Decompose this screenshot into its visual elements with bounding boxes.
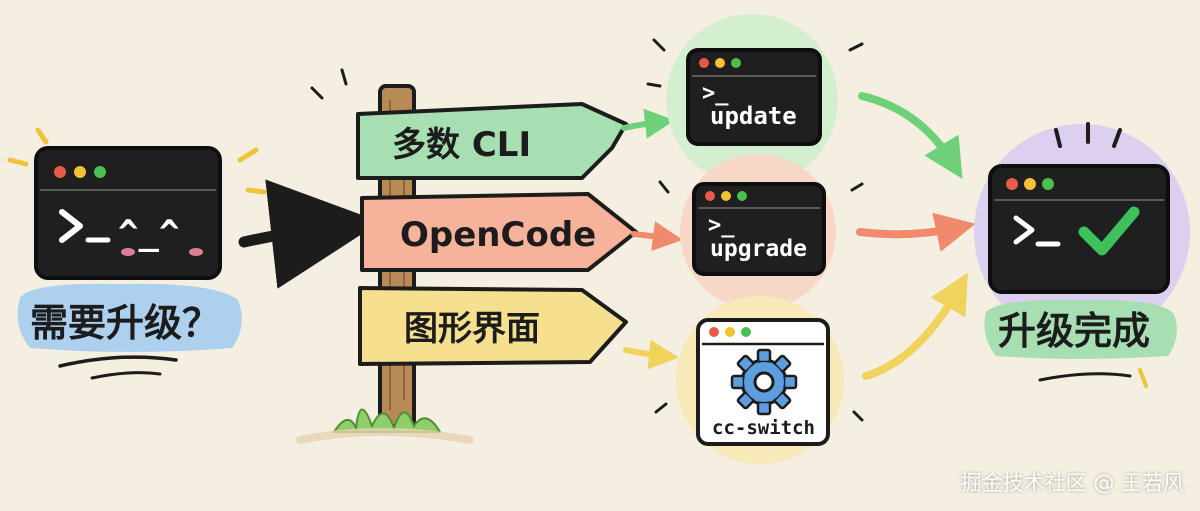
arrow-opencode-to-upgrade	[631, 221, 683, 252]
arrow-gui-to-ccswitch	[623, 339, 679, 370]
sparkle-lines-left	[7, 127, 267, 195]
sign-gui-label: 图形界面	[404, 309, 540, 349]
signpost: 多数 CLI OpenCode 图形界面	[296, 68, 638, 444]
underline-doodle	[58, 355, 178, 368]
sign-gui: 图形界面	[358, 286, 628, 366]
dot-yellow	[74, 166, 86, 178]
gear-icon	[730, 348, 798, 416]
prompt-chevron-icon	[1013, 215, 1035, 245]
arrow-ccswitch-to-end	[862, 272, 968, 380]
end-terminal-window	[988, 164, 1170, 294]
end-group: 升级完成	[974, 122, 1190, 388]
arrow-update-to-end	[858, 92, 963, 180]
cmd-ccswitch: cc-switch	[654, 296, 864, 464]
start-caption: 需要升级？	[30, 301, 220, 345]
cmd-upgrade-text: upgrade	[710, 236, 807, 262]
cmd-update-text: update	[710, 102, 797, 130]
start-terminal-window: ^_^	[34, 146, 222, 280]
dot-green	[94, 166, 106, 178]
sign-cli-label: 多数 CLI	[392, 125, 531, 165]
blush-left	[121, 248, 135, 256]
arrow-upgrade-to-end	[856, 212, 976, 252]
terminal-face: ^_^	[118, 213, 179, 253]
sparkle-lines-right	[1054, 122, 1122, 148]
end-caption-bubble	[984, 299, 1177, 359]
cmd-ccswitch-text: cc-switch	[712, 417, 815, 439]
arrow-cli-to-update	[621, 108, 675, 139]
prompt-icon: >_	[702, 81, 729, 106]
arrow-to-signpost	[238, 179, 381, 289]
watermark: 掘金技术社区 @ 王若风	[960, 471, 1184, 495]
sign-opencode-label: OpenCode	[400, 215, 596, 255]
blush-right	[189, 248, 203, 256]
grass-tuft	[332, 408, 442, 433]
sign-cli: 多数 CLI	[356, 102, 628, 180]
cmd-update: >_ update	[646, 14, 864, 186]
sparkle-lines-post	[310, 68, 348, 100]
start-group: ^_^ 需要升级？	[7, 127, 267, 380]
prompt-chevron-icon	[59, 209, 83, 243]
end-caption: 升级完成	[998, 309, 1150, 353]
start-caption-bubble	[17, 283, 242, 352]
sign-opencode: OpenCode	[360, 192, 638, 272]
cmd-upgrade: >_ upgrade	[658, 154, 864, 310]
checkmark-icon	[1078, 206, 1140, 256]
prompt-icon: >_	[708, 213, 735, 238]
dot-red	[54, 166, 66, 178]
